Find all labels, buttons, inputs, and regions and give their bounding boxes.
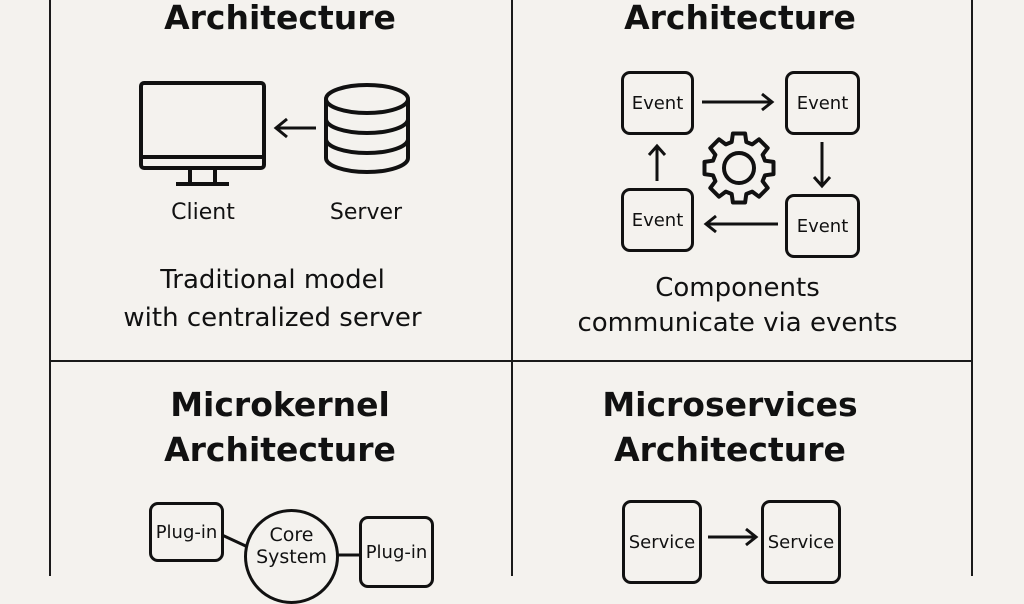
arrow-up-icon bbox=[647, 143, 667, 181]
arrow-left-icon bbox=[273, 117, 316, 139]
event-box-top-left: Event bbox=[621, 71, 694, 135]
arrow-down-icon bbox=[812, 142, 832, 189]
event-box-bottom-left: Event bbox=[621, 188, 694, 252]
client-label: Client bbox=[171, 200, 235, 225]
gear-outline bbox=[702, 131, 776, 205]
gear-icon bbox=[702, 131, 776, 205]
service-box-right: Service bbox=[761, 500, 841, 584]
microservices-graphics bbox=[708, 527, 759, 547]
event-driven-title: Architecture bbox=[624, 0, 856, 37]
microkernel-title-line1: Microkernel bbox=[170, 385, 390, 424]
event-driven-description-line2: communicate via events bbox=[577, 308, 898, 338]
event-box-top-right: Event bbox=[785, 71, 860, 135]
monitor-icon bbox=[139, 81, 266, 186]
client-server-description-line2: with centralized server bbox=[123, 303, 422, 333]
client-server-graphics bbox=[139, 81, 410, 186]
core-label-line1: Core bbox=[269, 524, 314, 546]
plugin-box-left: Plug-in bbox=[149, 502, 224, 562]
microservices-title-line2: Architecture bbox=[614, 430, 846, 469]
microkernel-title-line2: Architecture bbox=[164, 430, 396, 469]
server-label: Server bbox=[329, 200, 403, 225]
right-border-line bbox=[971, 0, 973, 576]
event-driven-description-line1: Components bbox=[655, 273, 820, 303]
left-border-line bbox=[49, 0, 51, 576]
client-server-description-line1: Traditional model bbox=[160, 265, 385, 295]
arrow-right-icon bbox=[708, 527, 759, 547]
database-icon bbox=[324, 83, 410, 174]
event-driven-graphics bbox=[647, 92, 832, 234]
arrow-left-icon bbox=[703, 214, 778, 234]
center-divider-horizontal bbox=[49, 360, 973, 362]
architecture-diagram: Architecture Client Server Traditional m… bbox=[49, 0, 973, 604]
center-divider-vertical bbox=[511, 0, 513, 576]
core-label-line2: System bbox=[256, 546, 327, 568]
arrow-right-icon bbox=[702, 92, 775, 112]
client-server-title: Architecture bbox=[164, 0, 396, 37]
event-box-bottom-right: Event bbox=[785, 194, 860, 258]
microservices-title-line1: Microservices bbox=[602, 385, 858, 424]
